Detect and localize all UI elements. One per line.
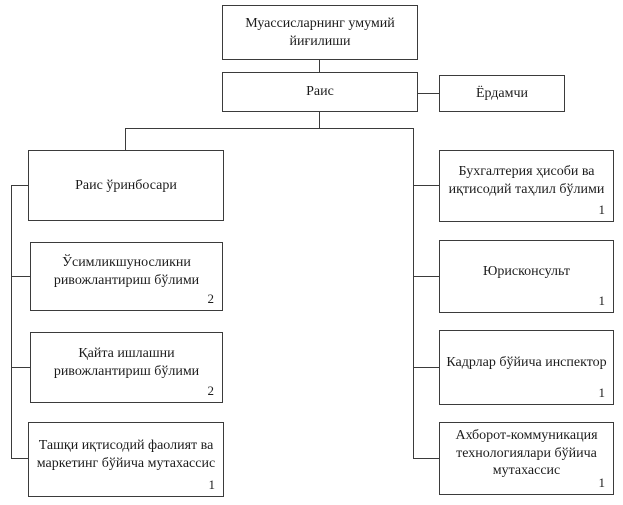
connector-line [11,458,28,459]
staff-count: 1 [598,475,606,491]
node-assistant: Ёрдамчи [439,75,565,112]
node-chairman-label: Раис [306,84,334,100]
staff-count: 1 [598,385,606,401]
connector-line [125,128,414,129]
node-ict-specialist-label: Ахборот-коммуникация технологиялари бўйи… [455,427,598,479]
connector-line [319,60,320,72]
staff-count: 2 [207,291,215,307]
node-deputy-chairman: Раис ўринбосари [28,150,224,221]
connector-line [413,458,439,459]
connector-line [413,128,414,459]
connector-line [125,128,126,150]
node-hr-inspector-label: Кадрлар бўйича инспектор [446,354,607,370]
connector-line [319,112,320,129]
connector-line [11,185,28,186]
node-general-meeting-label: Муассисларнинг умумий йиғилиши [245,15,395,49]
connector-line [413,185,439,186]
node-accounting-dept: Бухгалтерия ҳисоби ва иқтисодий таҳлил б… [439,150,614,222]
node-assistant-label: Ёрдамчи [475,85,529,101]
node-accounting-dept-label: Бухгалтерия ҳисоби ва иқтисодий таҳлил б… [448,164,605,197]
connector-line [11,367,30,368]
node-deputy-chairman-label: Раис ўринбосари [75,177,177,193]
connector-line [11,276,30,277]
node-chairman: Раис [222,72,418,112]
node-plant-science-dept-label: Ўсимликшуносликни ривожлантириш бўлими [53,254,200,288]
staff-count: 2 [207,383,215,399]
connector-line [11,185,12,459]
connector-line [418,93,439,94]
node-plant-science-dept: Ўсимликшуносликни ривожлантириш бўлими 2 [30,242,223,311]
node-general-meeting: Муассисларнинг умумий йиғилиши [222,5,418,60]
node-legal-counsel: Юрисконсульт 1 [439,240,614,313]
node-hr-inspector: Кадрлар бўйича инспектор 1 [439,330,614,405]
staff-count: 1 [208,477,216,493]
node-processing-dept: Қайта ишлашни ривожлантириш бўлими 2 [30,332,223,403]
staff-count: 1 [598,293,606,309]
connector-line [413,367,439,368]
node-foreign-economic-specialist: Ташқи иқтисодий фаолият ва маркетинг бўй… [28,422,224,497]
node-processing-dept-label: Қайта ишлашни ривожлантириш бўлими [53,345,200,379]
connector-line [413,276,439,277]
node-legal-counsel-label: Юрисконсульт [482,263,571,279]
node-ict-specialist: Ахборот-коммуникация технологиялари бўйи… [439,422,614,495]
staff-count: 1 [598,202,606,218]
node-foreign-economic-specialist-label: Ташқи иқтисодий фаолият ва маркетинг бўй… [36,437,216,471]
